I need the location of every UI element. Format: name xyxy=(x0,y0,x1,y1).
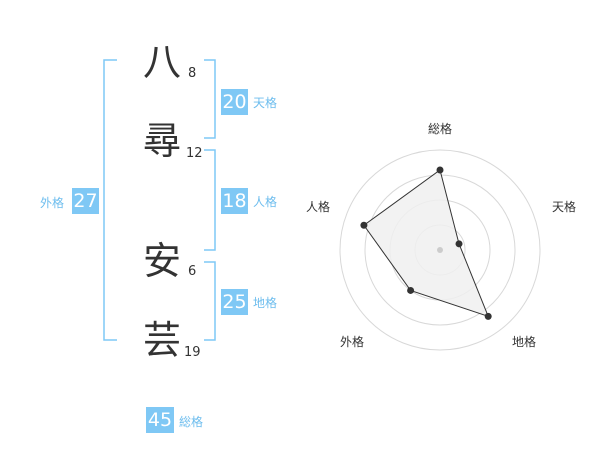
tenkaku-value: 20 xyxy=(221,89,248,115)
jinkaku-label: 人格 xyxy=(253,195,278,209)
chikaku-bracket xyxy=(204,261,216,341)
name-char-1: 八 xyxy=(143,40,182,84)
radar-ring xyxy=(339,149,541,351)
soukaku-label: 総格 xyxy=(179,415,204,429)
tenkaku-bracket xyxy=(204,59,216,139)
name-char-2: 尋 xyxy=(143,119,182,163)
name-char-4: 芸 xyxy=(143,318,182,362)
radar-point-5 xyxy=(360,221,368,229)
chikaku-value: 25 xyxy=(221,289,248,315)
stroke-count-2: 12 xyxy=(186,146,203,161)
radar-point-1 xyxy=(436,166,444,174)
stroke-count-3: 6 xyxy=(188,264,197,279)
radar-label-soukaku: 総格 xyxy=(427,122,452,136)
chikaku-label: 地格 xyxy=(253,296,278,310)
radar-label-chikaku: 地格 xyxy=(511,335,536,349)
radar-label-tenkaku: 天格 xyxy=(551,200,576,214)
radar-point-3 xyxy=(484,312,492,320)
radar-label-gaikaku: 外格 xyxy=(339,335,364,349)
stroke-count-1: 8 xyxy=(188,66,197,81)
gaikaku-value: 27 xyxy=(72,188,99,214)
radar-point-2 xyxy=(455,240,463,248)
soukaku-value: 45 xyxy=(146,407,174,433)
gaikaku-bracket xyxy=(103,59,117,341)
radar-point-4 xyxy=(407,286,415,294)
name-char-3: 安 xyxy=(143,239,182,283)
radar-center xyxy=(437,247,443,253)
radar-polygon xyxy=(363,169,490,318)
gaikaku-label: 外格 xyxy=(40,196,65,210)
tenkaku-label: 天格 xyxy=(253,96,278,110)
radar-label-jinkaku: 人格 xyxy=(305,200,330,214)
jinkaku-bracket xyxy=(204,149,216,251)
stroke-count-4: 19 xyxy=(184,345,201,360)
jinkaku-value: 18 xyxy=(221,188,248,214)
